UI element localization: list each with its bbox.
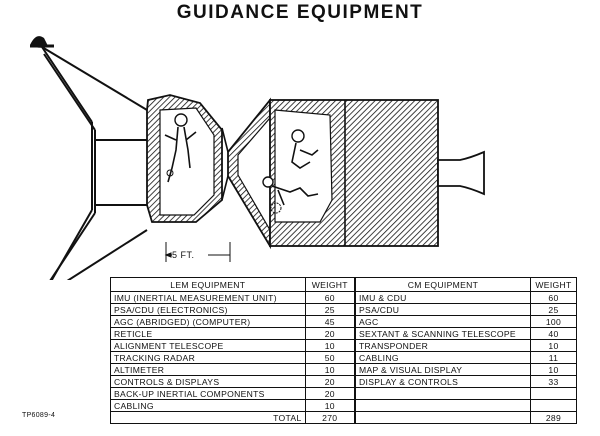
- equipment-name: BACK-UP INERTIAL COMPONENTS: [110, 387, 306, 400]
- total-value: 289: [529, 411, 578, 424]
- weight-value: 100: [529, 315, 578, 328]
- table-row: IMU (INERTIAL MEASUREMENT UNIT)60: [110, 291, 356, 304]
- equipment-name: AGC: [355, 315, 531, 328]
- equipment-name: PSA/CDU: [355, 303, 531, 316]
- equipment-name: PSA/CDU (ELECTRONICS): [110, 303, 306, 316]
- table-row: [355, 399, 578, 412]
- lem-ascent-stage: [146, 94, 229, 223]
- total-row: 289: [355, 411, 578, 424]
- table-header-row: LEM EQUIPMENT WEIGHT: [110, 277, 356, 292]
- equipment-name: TRACKING RADAR: [110, 351, 306, 364]
- weight-value: 10: [304, 339, 356, 352]
- table-row: AGC (ABRIDGED) (COMPUTER)45: [110, 315, 356, 328]
- weight-value: 10: [304, 363, 356, 376]
- equipment-name: DISPLAY & CONTROLS: [355, 375, 531, 388]
- equipment-name: CONTROLS & DISPLAYS: [110, 375, 306, 388]
- column-header: LEM EQUIPMENT: [110, 277, 306, 292]
- equipment-name: IMU (INERTIAL MEASUREMENT UNIT): [110, 291, 306, 304]
- equipment-name: [355, 399, 531, 412]
- equipment-name: MAP & VISUAL DISPLAY: [355, 363, 531, 376]
- column-header: WEIGHT: [529, 277, 578, 292]
- weight-value: [529, 399, 578, 412]
- equipment-name: IMU & CDU: [355, 291, 531, 304]
- table-row: PSA/CDU (ELECTRONICS)25: [110, 303, 356, 316]
- weight-value: 40: [529, 327, 578, 340]
- lem-footpad-top: [30, 36, 54, 48]
- column-header: CM EQUIPMENT: [355, 277, 531, 292]
- table-header-row: CM EQUIPMENT WEIGHT: [355, 277, 578, 292]
- total-value: 270: [304, 411, 356, 424]
- equipment-name: RETICLE: [110, 327, 306, 340]
- weight-value: 20: [304, 327, 356, 340]
- weight-value: 20: [304, 375, 356, 388]
- equipment-name: [355, 387, 531, 400]
- table-row: [355, 387, 578, 400]
- weight-value: [529, 387, 578, 400]
- equipment-name: ALTIMETER: [110, 363, 306, 376]
- weight-value: 10: [529, 339, 578, 352]
- lem-landing-legs: [41, 46, 148, 280]
- scale-label: 5 FT.: [172, 250, 195, 260]
- weight-value: 25: [529, 303, 578, 316]
- weight-value: 25: [304, 303, 356, 316]
- scale-bar: [164, 242, 231, 262]
- equipment-name: CABLING: [355, 351, 531, 364]
- weight-value: 60: [529, 291, 578, 304]
- equipment-name: SEXTANT & SCANNING TELESCOPE: [355, 327, 531, 340]
- figure-title: GUIDANCE EQUIPMENT: [176, 2, 424, 23]
- weight-value: 50: [304, 351, 356, 364]
- engine-nozzle: [437, 150, 485, 196]
- equipment-name: CABLING: [110, 399, 306, 412]
- weight-value: 11: [529, 351, 578, 364]
- equipment-name: TRANSPONDER: [355, 339, 531, 352]
- total-label: TOTAL: [110, 411, 306, 424]
- spacecraft-diagram: [30, 36, 485, 280]
- weight-value: 33: [529, 375, 578, 388]
- cm-adapter: [227, 97, 271, 250]
- weight-value: 10: [529, 363, 578, 376]
- weight-value: 45: [304, 315, 356, 328]
- weight-value: 20: [304, 387, 356, 400]
- lem-equipment-table: LEM EQUIPMENT WEIGHT IMU (INERTIAL MEASU…: [110, 277, 356, 424]
- weight-value: 60: [304, 291, 356, 304]
- weight-value: 10: [304, 399, 356, 412]
- equipment-name: AGC (ABRIDGED) (COMPUTER): [110, 315, 306, 328]
- column-header: WEIGHT: [304, 277, 356, 292]
- figure-code: TP6089-4: [22, 412, 56, 419]
- equipment-name: ALIGNMENT TELESCOPE: [110, 339, 306, 352]
- command-service-module: [262, 99, 439, 247]
- total-label-empty: [355, 411, 531, 424]
